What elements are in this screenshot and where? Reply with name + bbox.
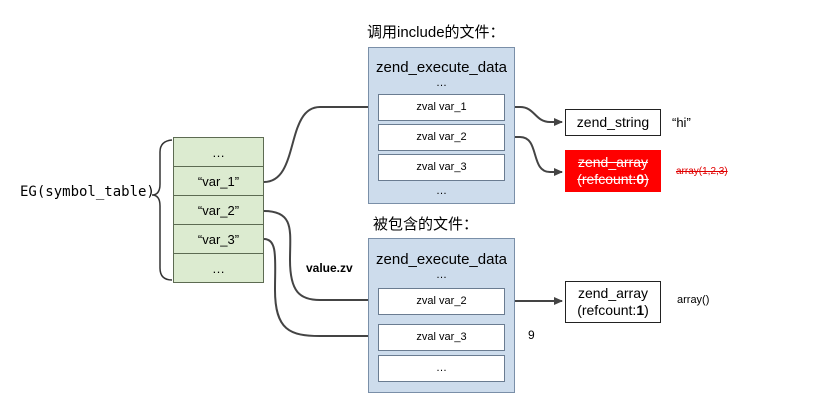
caller-frame-dots-top: … [436,77,447,89]
live-array-refcount: 1 [636,302,645,318]
freed-zend-array-box: zend_array (refcount:0) [565,150,661,192]
live-array-line2: (refcount:1) [577,302,649,320]
freed-array-refcount: 0 [636,171,645,187]
included-caption: 被包含的文件： [373,216,479,233]
symbol-table-cell-var3: “var_3” [173,224,264,254]
included-frame-title: zend_execute_data [376,251,507,268]
caller-slot-var2: zval var_2 [378,124,505,151]
stray-number: 9 [528,328,535,342]
caller-frame-dots-bottom: … [436,185,447,197]
caller-execute-data-frame: zend_execute_data … zval var_1 zval var_… [368,47,515,204]
symbol-table-cell-var2: “var_2” [173,195,264,225]
freed-array-refcount-prefix: (refcount: [577,171,637,187]
live-array-value: array() [677,294,710,306]
edge-label-value-zv: value.zv [306,261,353,275]
included-slot-var3: zval var_3 [378,324,505,351]
symbol-table-cell-var1: “var_1” [173,166,264,196]
included-slot-ellipsis: … [378,355,505,382]
freed-array-refcount-suffix: ) [644,171,649,187]
live-array-line1: zend_array [577,284,649,301]
symbol-table-cell-ellipsis-top: … [173,137,264,167]
arrow-var1-to-caller-var1 [263,103,377,183]
freed-array-line1: zend_array [577,153,649,170]
live-zend-array-box: zend_array (refcount:1) [565,281,661,323]
live-array-refcount-suffix: ) [644,302,649,318]
included-slot-var2: zval var_2 [378,288,505,315]
zend-string-label: zend_string [576,113,650,130]
zend-string-box: zend_string [565,109,661,136]
caller-slot-var1: zval var_1 [378,94,505,121]
included-execute-data-frame: zend_execute_data … zval var_2 zval var_… [368,238,515,393]
symbol-table-brace [151,139,173,281]
arrow-var3-to-included-var3 [263,238,377,340]
live-array-refcount-prefix: (refcount: [577,302,637,318]
symbol-table-cell-ellipsis-bottom: … [173,253,264,283]
caller-frame-title: zend_execute_data [376,59,507,76]
zend-string-value: “hi” [672,115,691,130]
caller-caption: 调用include的文件： [367,24,505,41]
arrow-var2-to-included-var2 [263,210,377,304]
caller-slot-var3: zval var_3 [378,154,505,181]
included-frame-dots-top: … [436,269,447,281]
symbol-table-label: EG(symbol_table) [20,184,155,200]
freed-array-value: array(1,2,3) [676,166,728,177]
freed-array-line2: (refcount:0) [577,171,649,189]
